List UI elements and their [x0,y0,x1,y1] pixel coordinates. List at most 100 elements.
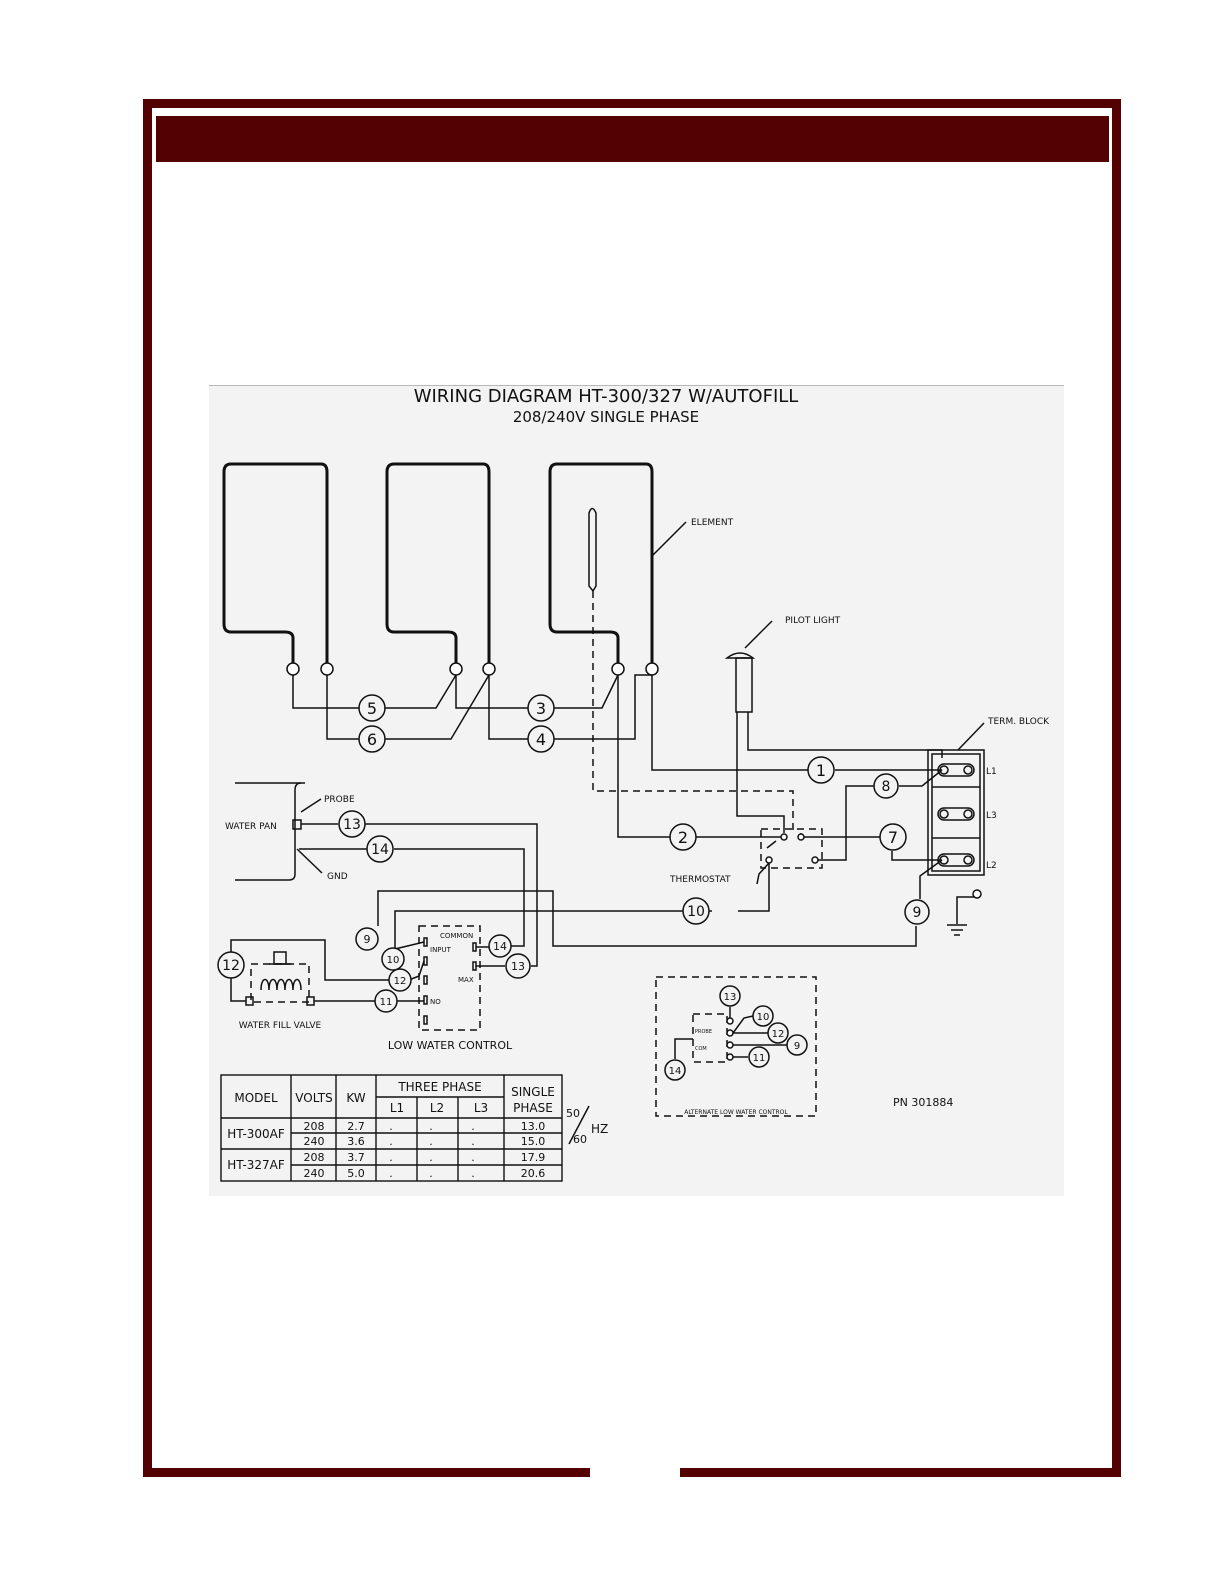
wire-7-left [800,833,880,838]
lwc-pin [472,942,477,952]
hz-slash [568,1105,590,1145]
table-header-l2: L2 [430,1101,444,1115]
table-header-volts: VOLTS [295,1091,332,1105]
table-header-phase: PHASE [513,1101,553,1115]
ground-terminal [972,889,982,899]
wire-3-bubble [527,694,555,722]
page-frame-bottom-right [680,1468,1121,1477]
low-water-control [418,925,481,1031]
table-cell-kw: 3.7 [347,1151,365,1164]
element-terminal [482,662,496,676]
page-frame-bottom-left [143,1468,590,1477]
terminal-screw [963,765,973,775]
table-cell-single: 15.0 [521,1135,546,1148]
table-cell-volts: 208 [304,1151,325,1164]
wire-6-number: 6 [367,730,377,749]
wire-3-number: 3 [536,699,546,718]
probe-terminal [292,819,302,830]
thermostat-switch [760,828,823,869]
wire-13-bubble [338,810,366,838]
wire-13-right [365,823,538,967]
wire-7-right [891,851,942,861]
alternate-low-water-control [655,976,817,1117]
lwc-max-label: MAX [458,976,474,984]
alt-14-number: 14 [669,1066,682,1077]
valve-terminal [306,996,315,1006]
header-bar [156,116,1109,162]
table-cell-volts: 208 [304,1120,325,1133]
thermostat-arm [766,840,777,849]
table-cell-l1: . [389,1120,393,1133]
wire-12b-bubble [388,968,412,992]
alt-14-bubble [664,1059,686,1081]
term-block-leader [957,722,985,751]
table-header-l1: L1 [390,1101,404,1115]
gnd-label: GND [327,872,348,882]
wire-9b-bubble [355,927,379,951]
probe-leader [300,798,322,813]
wire-10-left [394,910,712,950]
pilot-light-body [735,657,753,713]
hz-50: 50 [566,1107,580,1120]
lwc-input-label: INPUT [430,946,452,954]
page-frame-top [143,99,1121,108]
terminal-screw [939,855,949,865]
wiring-diagram-panel: WIRING DIAGRAM HT-300/327 W/AUTOFILL 208… [209,385,1064,1196]
table-cell-l1: . [389,1151,393,1164]
alt-lwc-box [692,1013,728,1063]
wire-12-left [230,978,246,1002]
alt-com-label: COM [695,1046,707,1052]
table-cell-l2: . [429,1151,433,1164]
wire-9-top [919,859,943,899]
wire-14b-number: 14 [493,940,507,953]
wire-10-number: 10 [687,904,705,920]
pilot-light-leader [744,620,773,649]
thermostat-label: THERMOSTAT [669,875,731,885]
pilot-light-label: PILOT LIGHT [785,616,841,626]
lwc-pin [472,961,477,971]
wire-14b-bubble [488,934,512,958]
lwc-common-label: COMMON [440,932,473,940]
thermostat-contact [797,833,805,841]
alt-wire [732,1015,754,1034]
thermostat-contact [811,856,819,864]
table-cell-l3: . [471,1151,475,1164]
alt-10-bubble [752,1005,774,1027]
lwc-no-label: NO [430,998,441,1006]
wire-10b-bubble [381,947,405,971]
wire-5-bubble [358,694,386,722]
terminal-screw [939,765,949,775]
wire-14-right [394,848,525,947]
wire-12b-number: 12 [394,976,407,987]
wire-pilot-to-thermostat [736,712,785,833]
wire-2-left [617,675,670,838]
table-cell-l1: . [389,1135,393,1148]
table-cell-single: 20.6 [521,1167,546,1180]
wire-9b-number: 9 [364,933,371,946]
wire-6-right [385,674,490,740]
terminal-l2-label: L2 [986,861,997,871]
wire-7-bubble [879,823,907,851]
terminal-block [927,749,985,876]
heating-element-3 [548,462,654,668]
table-cell-volts: 240 [304,1167,325,1180]
wire-6-bubble [358,725,386,753]
gnd-leader [296,848,323,874]
terminal-screw [963,855,973,865]
wire-1-left [651,675,808,771]
table-border [220,1074,563,1182]
wire-5-right [385,674,457,709]
rating-table: MODEL VOLTS KW THREE PHASE L1 L2 L3 SING… [220,1074,563,1182]
alt-contact [726,1029,734,1037]
wire-10-right [738,863,770,912]
part-number: PN 301884 [893,1096,953,1109]
table-cell-kw: 2.7 [347,1120,365,1133]
heating-element-2 [385,462,491,668]
alt-10-number: 10 [757,1012,770,1023]
table-cell-single: 13.0 [521,1120,546,1133]
alt-11-number: 11 [753,1053,766,1064]
wire-3-right [554,674,619,709]
table-cell-l3: . [471,1120,475,1133]
hz-60: 60 [573,1133,587,1146]
wire-14-bubble [366,835,394,863]
